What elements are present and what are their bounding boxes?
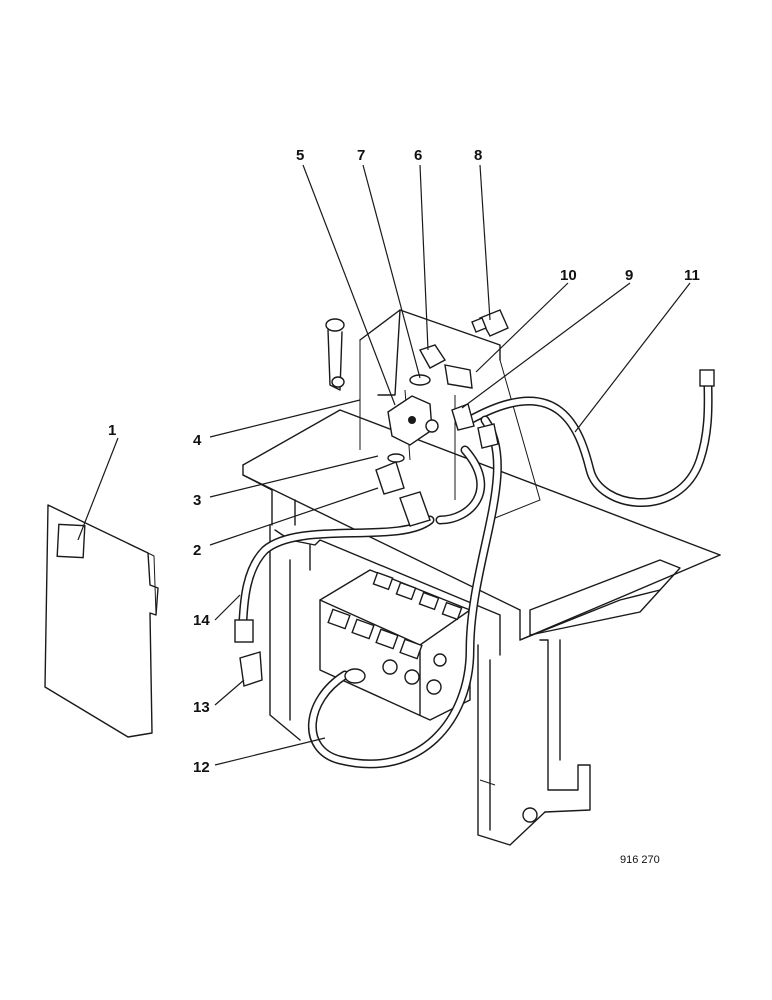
callout-9: 9 [625,267,633,284]
decal-panel [44,504,159,738]
filler-cap [325,318,345,391]
callout-11: 11 [684,267,700,284]
callout-5: 5 [296,147,304,164]
callout-12: 12 [193,759,210,776]
hose-11 [465,369,715,507]
callout-1: 1 [108,422,116,439]
elbow-fittings [239,309,509,687]
control-valve-block [319,569,471,721]
callout-2: 2 [193,542,201,559]
callout-3: 3 [193,492,201,509]
mounting-frame [242,409,721,846]
callout-labels: 1 2 3 4 5 6 7 8 9 10 11 12 13 14 [108,147,700,776]
hose-12 [308,415,502,769]
callout-14: 14 [193,612,210,629]
callout-13: 13 [193,699,210,716]
callout-8: 8 [474,147,482,164]
callout-10: 10 [560,267,577,284]
callout-4: 4 [193,432,202,449]
callout-6: 6 [414,147,422,164]
drawing-reference: 916 270 [620,854,660,866]
hose-upper [435,445,486,525]
leader-lines [77,164,691,766]
callout-7: 7 [357,147,365,164]
hose-14 [234,515,435,643]
